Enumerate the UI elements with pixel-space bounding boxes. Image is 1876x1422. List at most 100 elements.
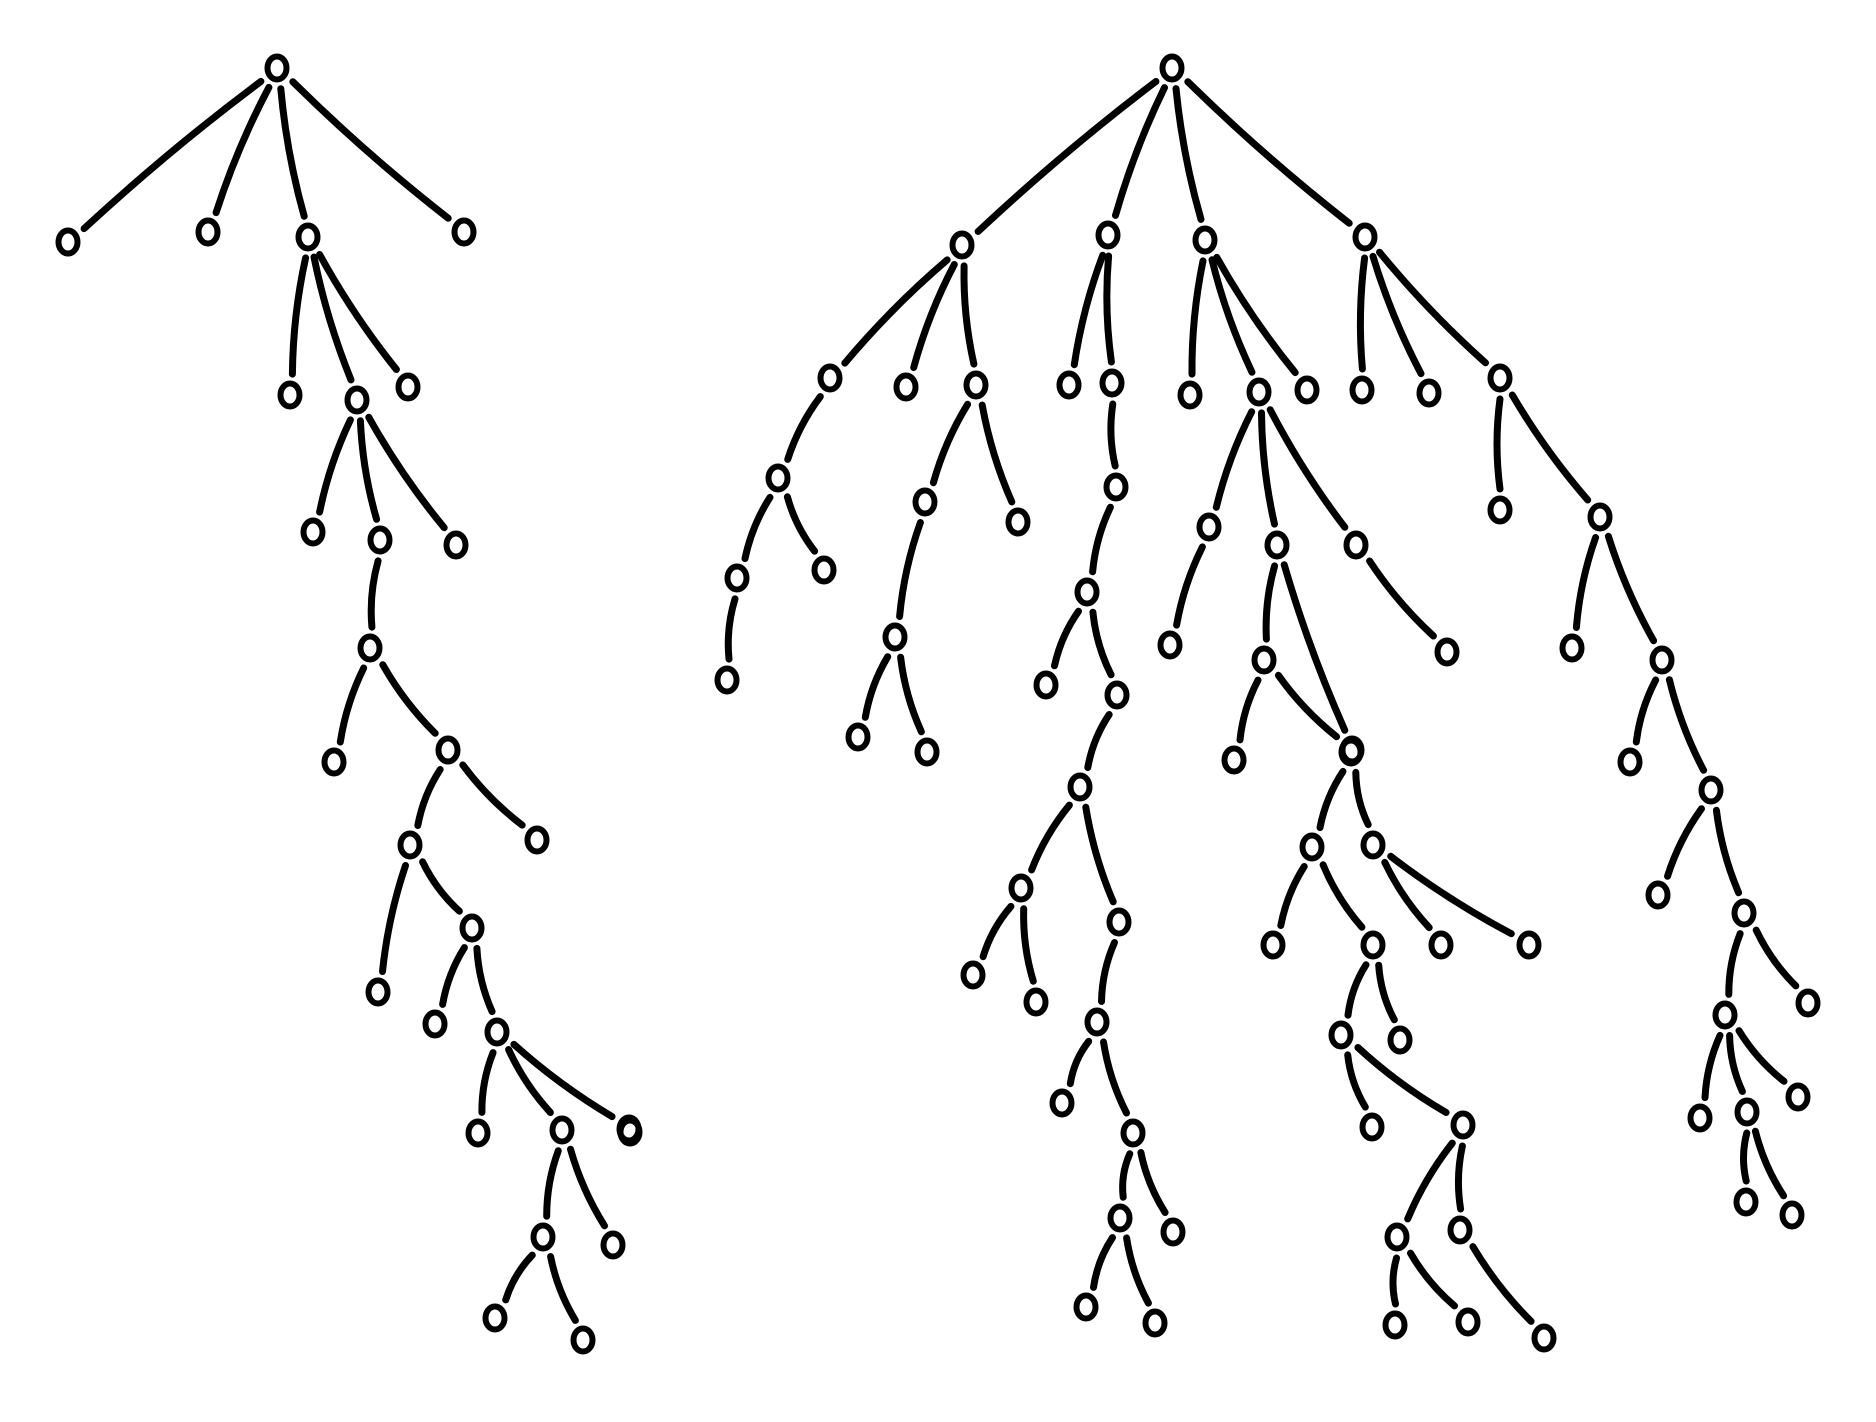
right-tree-node	[1005, 507, 1031, 537]
right-tree-edge	[1084, 711, 1113, 771]
left-tree-edge	[473, 944, 496, 1016]
right-tree-edge	[1112, 84, 1168, 219]
right-tree-edge	[896, 519, 924, 620]
right-tree-node	[1712, 1000, 1738, 1030]
right-tree-node	[1294, 375, 1320, 405]
left-tree-node	[570, 1325, 596, 1355]
right-tree-edge	[1184, 78, 1353, 227]
left-tree-node	[321, 747, 347, 777]
left-tree-edge	[310, 253, 355, 384]
right-tree-node	[1099, 368, 1125, 398]
right-tree-edge	[1258, 409, 1278, 528]
right-tree-edge	[1344, 961, 1370, 1019]
right-tree-edge	[1208, 256, 1256, 376]
left-tree-node	[451, 217, 477, 247]
right-tree-node	[1698, 775, 1724, 805]
left-tree-node	[600, 1230, 626, 1260]
right-tree-node	[1338, 737, 1364, 767]
left-tree-node	[55, 227, 81, 257]
right-tree-node	[1095, 220, 1121, 250]
right-tree-edge	[1381, 858, 1433, 932]
left-tree-node	[295, 222, 321, 252]
left-tree-edge	[356, 417, 381, 523]
right-tree-edge	[1020, 905, 1037, 985]
right-tree-node	[1434, 637, 1460, 667]
right-tree-edge	[978, 401, 1016, 506]
left-tree-edge	[379, 661, 439, 737]
right-tree-edge	[1082, 803, 1117, 906]
right-tree-node	[1008, 873, 1034, 903]
right-tree-edge	[1712, 806, 1743, 897]
right-tree-node	[1649, 645, 1675, 675]
right-tree-edge	[1665, 676, 1708, 774]
right-tree-node	[1416, 378, 1442, 408]
right-tree-edge	[1028, 801, 1073, 874]
right-tree-node	[1795, 988, 1821, 1018]
left-tree-node	[422, 1009, 448, 1039]
right-tree-node	[724, 563, 750, 593]
right-tree-edge	[1212, 408, 1256, 511]
right-tree-edge	[960, 262, 978, 368]
right-tree-edge	[1089, 608, 1115, 679]
right-tree-edge	[784, 393, 824, 463]
left-tree	[55, 53, 643, 1355]
right-tree-edge	[1389, 1254, 1400, 1308]
right-tree-node	[960, 960, 986, 990]
left-tree-node	[443, 530, 469, 560]
right-tree-edge	[1508, 391, 1592, 504]
right-tree-node	[1359, 1112, 1385, 1142]
left-tree-edge	[277, 85, 308, 220]
right-tree-edge	[1066, 1037, 1093, 1088]
right-tree-edge	[1664, 805, 1705, 880]
left-tree-edge	[510, 1040, 616, 1121]
right-tree-node	[1221, 745, 1247, 775]
right-tree-edge	[1213, 253, 1299, 377]
right-tree-node	[1734, 1097, 1760, 1127]
right-tree-node	[1447, 1215, 1473, 1245]
right-tree-edge	[1604, 532, 1658, 645]
right-tree-edge	[1356, 254, 1369, 373]
right-tree-node	[1196, 512, 1222, 542]
right-tree-node	[1120, 1118, 1146, 1148]
right-tree-edge	[1572, 534, 1600, 631]
left-tree-node	[357, 633, 383, 663]
right-tree-node	[1587, 502, 1613, 532]
right-tree-edge	[1725, 930, 1744, 998]
right-tree-node	[1349, 375, 1375, 405]
left-tree-edge	[505, 1046, 554, 1116]
right-tree-node	[912, 487, 938, 517]
right-tree-node	[1192, 225, 1218, 255]
right-tree-node	[1056, 370, 1082, 400]
right-tree-node	[1733, 1187, 1759, 1217]
right-tree-edge	[741, 493, 774, 563]
right-tree-node	[1157, 630, 1183, 660]
right-tree-edge	[1188, 257, 1207, 378]
left-tree-node	[549, 1115, 575, 1145]
right-tree-edge	[974, 78, 1160, 235]
right-tree-edge	[1701, 1031, 1724, 1102]
right-tree-edge	[1070, 251, 1107, 369]
right-tree-node	[1382, 1310, 1408, 1340]
left-tree-node	[365, 977, 391, 1007]
right-tree-edge	[841, 256, 951, 367]
right-tree-node	[1160, 1217, 1186, 1247]
right-tree-edge	[1469, 1243, 1535, 1325]
right-tree-edge	[1172, 85, 1205, 223]
left-tree-edge	[212, 83, 273, 217]
right-tree-node	[1073, 1292, 1099, 1322]
right-tree-node	[1074, 577, 1100, 607]
left-tree-node	[300, 517, 326, 547]
left-tree-edge	[567, 1145, 608, 1230]
right-tree-edge	[1090, 1234, 1116, 1291]
right-tree-node	[1251, 645, 1277, 675]
right-tree-edge	[1740, 1129, 1751, 1185]
right-tree-node	[1104, 680, 1130, 710]
left-tree-node	[435, 735, 461, 765]
right-tree-edge	[1277, 863, 1308, 929]
right-tree-node	[1352, 222, 1378, 252]
right-tree-node	[1428, 930, 1454, 960]
right-tree-edge	[1751, 1127, 1788, 1200]
left-tree-node	[616, 1114, 642, 1144]
right-tree-edge	[1726, 1032, 1746, 1095]
